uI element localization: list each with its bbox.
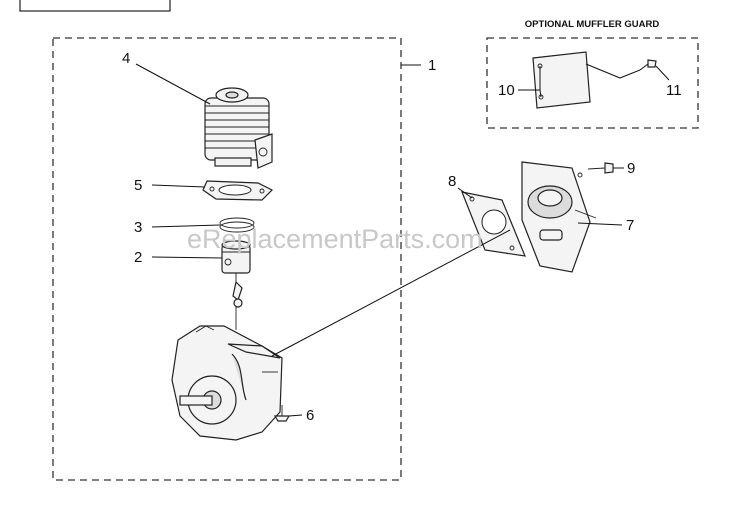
assembly-boundary (52, 37, 402, 481)
muffler-gasket (461, 191, 526, 257)
screw-9 (587, 162, 614, 174)
muffler-guard (532, 51, 591, 109)
piston-rings (219, 217, 255, 233)
callout-9: 9 (627, 160, 635, 177)
callout-11: 11 (666, 82, 682, 99)
header-box (19, 0, 171, 12)
callout-2: 2 (134, 249, 142, 266)
cylinder-gasket (202, 180, 274, 201)
callout-6: 6 (306, 407, 314, 424)
callout-8: 8 (448, 173, 456, 190)
callouts: 1 2 3 4 5 6 7 8 9 10 11 (122, 50, 682, 424)
callout-10: 10 (498, 82, 515, 99)
cylinder (204, 87, 273, 169)
callout-5: 5 (134, 177, 142, 194)
optional-guard-title: OPTIONAL MUFFLER GUARD (525, 19, 660, 30)
leader-lines (135, 63, 670, 417)
crankcase (171, 325, 283, 441)
optional-guard-boundary (486, 37, 699, 129)
callout-3: 3 (134, 219, 142, 236)
callout-1: 1 (428, 57, 436, 74)
callout-7: 7 (626, 217, 634, 234)
watermark: eReplacementParts.com (187, 224, 483, 254)
screw-11 (647, 59, 657, 68)
muffler (521, 161, 597, 273)
screw-6 (273, 405, 291, 422)
connecting-rod (232, 273, 243, 330)
callout-4: 4 (122, 50, 130, 67)
